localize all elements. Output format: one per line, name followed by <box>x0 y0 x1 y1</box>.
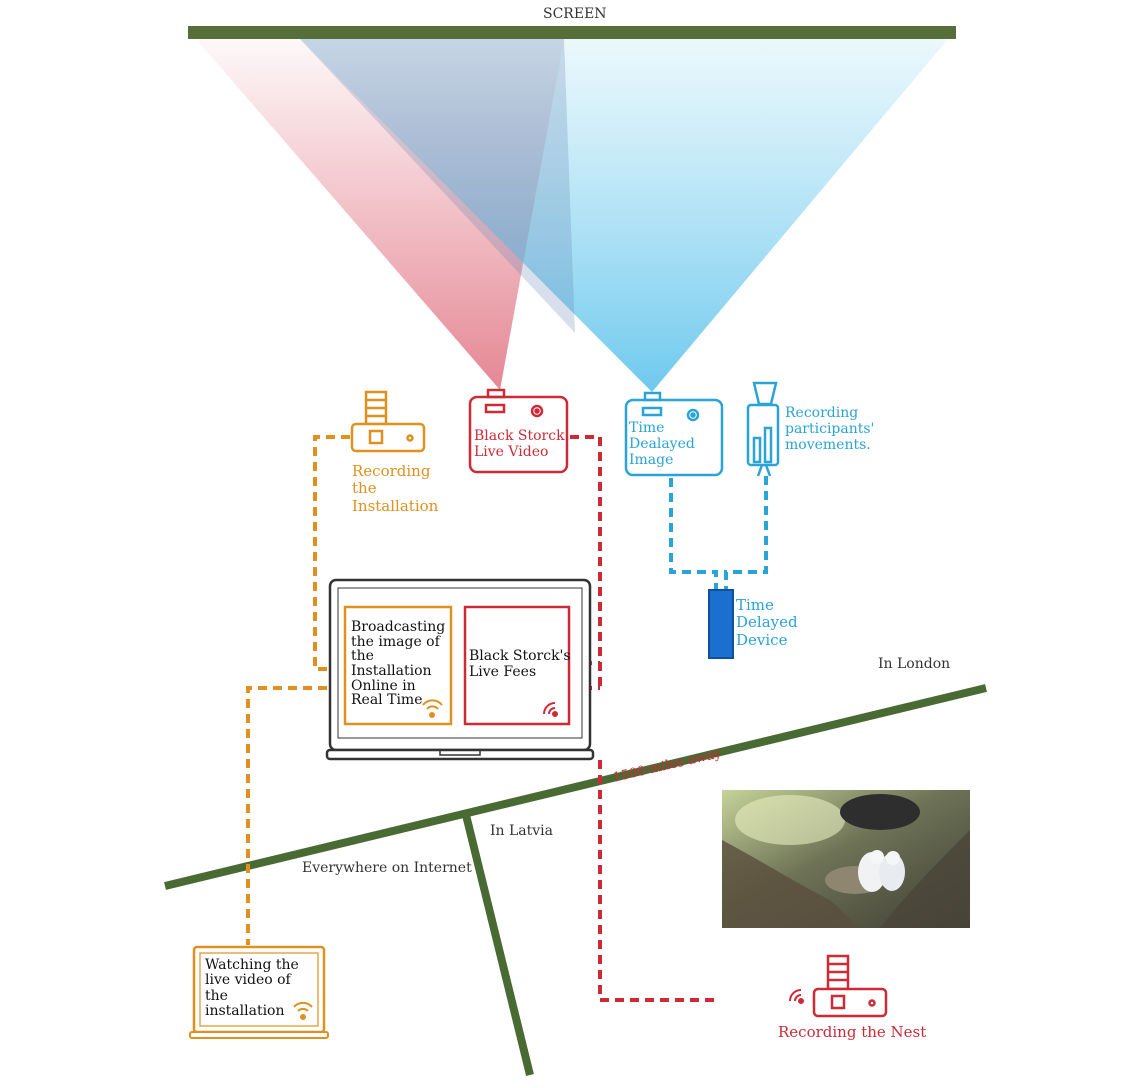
recording-installation-label: Recording the Installation <box>352 462 439 515</box>
red-projector-icon <box>468 388 569 474</box>
screen-label: SCREEN <box>543 6 607 22</box>
in-london-label: In London <box>878 656 951 672</box>
divider-line-main <box>164 684 987 890</box>
orange-connections <box>246 435 350 945</box>
stork-nest-photo <box>722 790 970 928</box>
recording-nest-label: Recording the Nest <box>778 1023 927 1041</box>
black-storck-live-video-label: Black Storck Live Video <box>474 428 565 461</box>
camera-icon <box>746 381 780 477</box>
broadcast-panel <box>343 605 453 726</box>
watching-label: Watching the live video of the installat… <box>205 957 299 1020</box>
wifi-icon-broadcast <box>422 699 443 718</box>
recording-participants-label: Recording participants' movements. <box>785 405 875 454</box>
blue-projector-icon <box>624 391 724 477</box>
beam-overlap <box>300 39 575 333</box>
screen-bar <box>188 26 956 39</box>
in-latvia-label: In Latvia <box>490 823 553 839</box>
time-delayed-device-label: Time Delayed Device <box>736 596 798 649</box>
blue-beam <box>300 39 948 392</box>
wifi-icon-watching <box>293 1001 313 1020</box>
divider-line-branch <box>462 814 534 1076</box>
live-feed-label: Black Storck's Live Fees <box>469 648 571 681</box>
live-feed-panel <box>463 605 571 726</box>
nest-projector-icon <box>812 954 888 1018</box>
laptop-icon <box>325 578 595 761</box>
time-delayed-image-label: Time Dealayed Image <box>629 420 695 469</box>
broadcasting-label: Broadcasting the image of the Installati… <box>351 619 446 709</box>
blue-connections <box>669 476 768 590</box>
wifi-icon-nest <box>789 989 804 1004</box>
small-laptop-icon <box>189 945 329 1039</box>
orange-projector-icon <box>350 390 426 453</box>
wifi-icon-live-feed <box>543 702 558 717</box>
everywhere-label: Everywhere on Internet <box>302 860 472 876</box>
time-delayed-device-icon <box>708 589 734 659</box>
